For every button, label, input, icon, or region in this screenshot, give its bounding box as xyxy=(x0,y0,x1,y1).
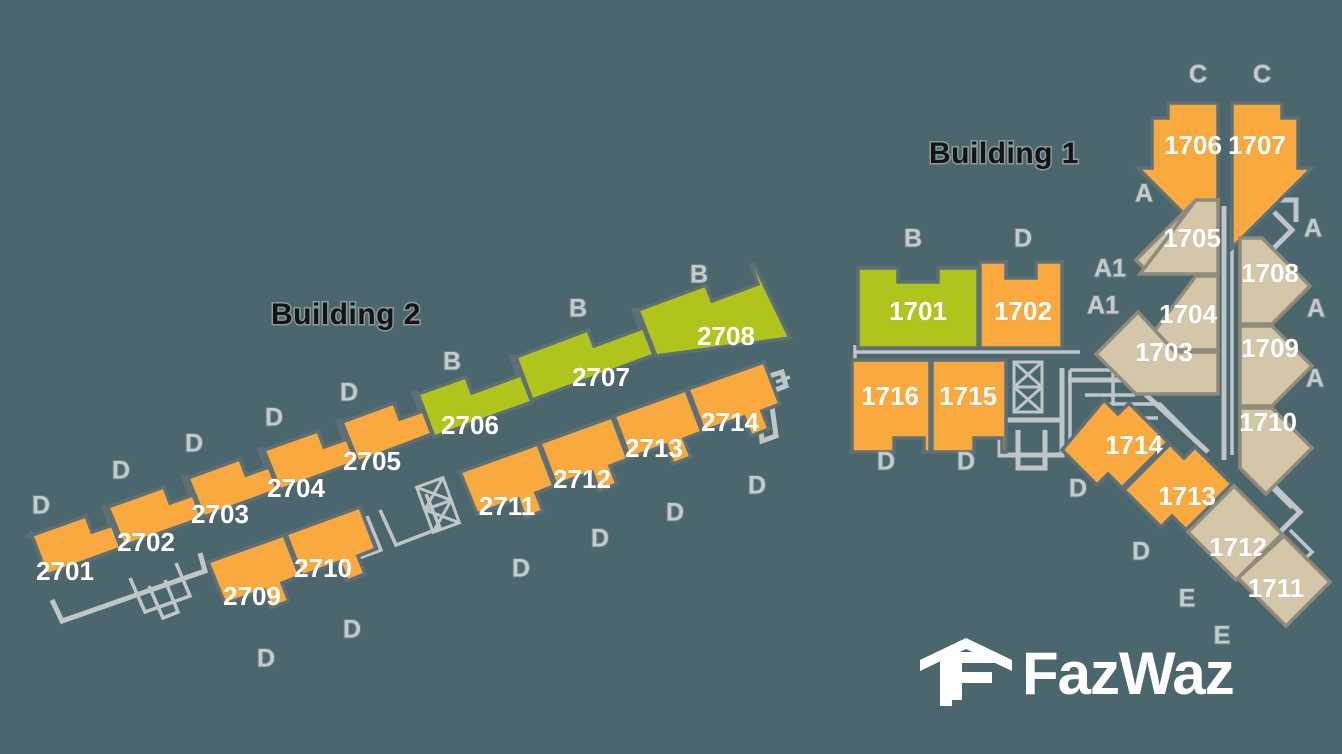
marker-d: D xyxy=(343,616,361,644)
unit-2706[interactable]: 2706 xyxy=(415,353,535,440)
unit-2713[interactable]: 2713 xyxy=(611,387,705,467)
marker-e: E xyxy=(1179,585,1196,613)
house-f-logo-icon xyxy=(920,638,1012,706)
building-2-title: Building 2 xyxy=(271,298,421,331)
building-1-units: 1701 1702 1716 1715 1706 1707 xyxy=(850,101,1333,629)
marker-d: D xyxy=(1014,225,1032,253)
marker-e: E xyxy=(1214,622,1231,650)
marker-b: B xyxy=(569,295,587,323)
building-1-markers: B D D D C C A A1 A1 A A A D D E E xyxy=(876,60,1326,651)
unit-1701[interactable]: 1701 xyxy=(856,266,980,350)
unit-1716[interactable]: 1716 xyxy=(850,358,932,454)
unit-1707[interactable]: 1707 xyxy=(1228,101,1317,253)
building-2-markers: D D D D D B B B D D D D D D xyxy=(31,260,767,674)
marker-d: D xyxy=(1132,538,1150,566)
unit-1710[interactable]: 1710 xyxy=(1238,406,1315,497)
marker-d: D xyxy=(512,555,530,583)
marker-b: B xyxy=(443,348,461,376)
marker-d: D xyxy=(666,499,684,527)
marker-d: D xyxy=(265,404,283,432)
unit-2709[interactable]: 2709 xyxy=(205,532,303,611)
unit-2707[interactable]: 2707 xyxy=(513,306,657,403)
fazwaz-wordmark: FazWaz xyxy=(1022,640,1234,707)
marker-b: B xyxy=(904,225,922,253)
marker-a1: A1 xyxy=(1094,255,1126,283)
unit-2711[interactable]: 2711 xyxy=(457,441,557,521)
marker-a: A xyxy=(1307,295,1325,323)
marker-d: D xyxy=(32,492,50,520)
unit-2712[interactable]: 2712 xyxy=(537,414,631,494)
building-2-structure xyxy=(49,368,791,625)
marker-d: D xyxy=(257,645,275,673)
marker-d: D xyxy=(112,457,130,485)
unit-2714[interactable]: 2714 xyxy=(685,359,783,439)
unit-2710[interactable]: 2710 xyxy=(283,504,379,584)
unit-1705[interactable]: 1705 xyxy=(1133,197,1221,276)
unit-1709[interactable]: 1709 xyxy=(1238,324,1315,408)
unit-1708[interactable]: 1708 xyxy=(1238,236,1313,326)
marker-d: D xyxy=(957,448,975,476)
marker-d: D xyxy=(748,472,766,500)
marker-c: C xyxy=(1253,61,1271,89)
unit-2702[interactable]: 2702 xyxy=(105,473,205,557)
marker-d: D xyxy=(877,448,895,476)
marker-b: B xyxy=(690,261,708,289)
marker-d: D xyxy=(1069,475,1087,503)
marker-a: A xyxy=(1304,215,1322,243)
marker-d: D xyxy=(591,525,609,553)
marker-a: A xyxy=(1306,365,1324,393)
marker-d: D xyxy=(340,379,358,407)
unit-2708[interactable]: 2708 xyxy=(635,261,793,358)
unit-1715[interactable]: 1715 xyxy=(930,358,1008,454)
unit-1702[interactable]: 1702 xyxy=(978,260,1064,350)
marker-c: C xyxy=(1189,61,1207,89)
marker-a1: A1 xyxy=(1087,292,1119,320)
building-1-title: Building 1 xyxy=(929,137,1079,170)
fazwaz-watermark: FazWaz xyxy=(920,638,1235,707)
marker-a: A xyxy=(1135,180,1153,208)
marker-d: D xyxy=(185,430,203,458)
